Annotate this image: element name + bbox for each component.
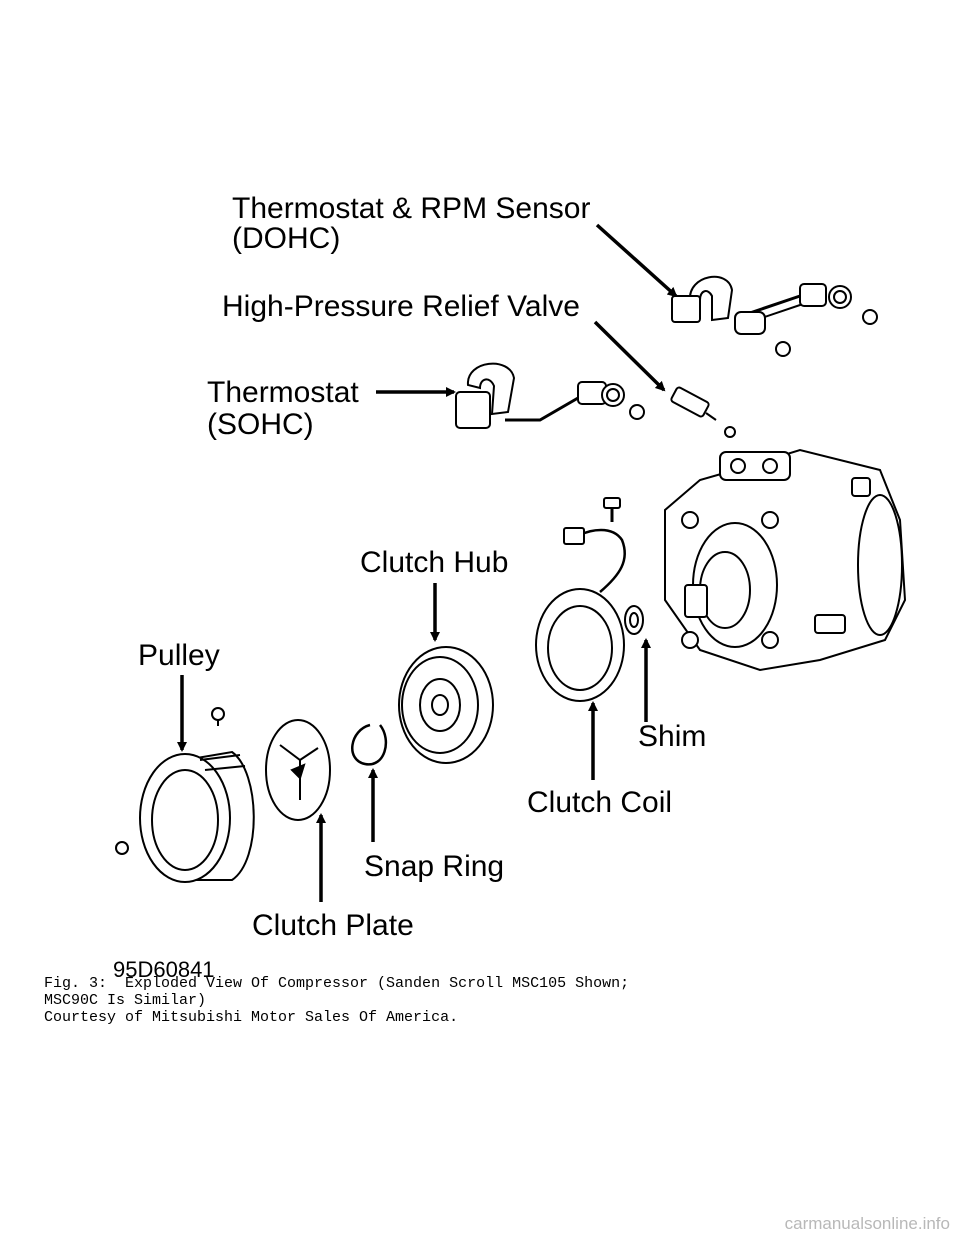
caption-line-2: MSC90C Is Similar) [44,992,207,1009]
label-sohc: (SOHC) [207,408,314,441]
clutch-plate-drawing [211,707,331,821]
watermark: carmanualsonline.info [784,1214,950,1233]
pulley-drawing [115,750,255,883]
relief-valve-drawing [670,386,736,438]
label-thermostat-sohc: Thermostat [207,376,359,409]
label-high-pressure-relief-valve: High-Pressure Relief Valve [222,290,580,323]
thermostat-rpm-sensor-drawing [671,275,878,357]
clutch-hub-drawing [398,646,494,764]
figure-caption: Fig. 3: Exploded View Of Compressor (San… [44,975,924,1026]
label-clutch-plate: Clutch Plate [252,909,414,942]
label-dohc: (DOHC) [232,222,340,255]
compressor-body-drawing [664,448,907,672]
label-thermostat-rpm-sensor: Thermostat & RPM Sensor [232,192,590,225]
caption-line-3: Courtesy of Mitsubishi Motor Sales Of Am… [44,1009,459,1026]
arrow-thermostat-rpm [595,223,678,298]
caption-line-1: Fig. 3: Exploded View Of Compressor (San… [44,975,630,992]
clutch-coil-drawing [535,497,627,702]
figure-code: 95D60841 [113,957,215,980]
exploded-view-diagram: Thermostat & RPM Sensor (DOHC) High-Pres… [113,192,907,980]
snap-ring-drawing [351,723,388,766]
label-clutch-hub: Clutch Hub [360,546,508,579]
label-pulley: Pulley [138,639,220,672]
label-snap-ring: Snap Ring [364,850,504,883]
thermostat-sohc-drawing [455,362,645,429]
shim-drawing [624,605,644,635]
label-clutch-coil: Clutch Coil [527,786,672,819]
arrow-relief-valve [593,320,666,392]
label-shim: Shim [638,720,706,753]
leader-arrows [177,223,678,902]
